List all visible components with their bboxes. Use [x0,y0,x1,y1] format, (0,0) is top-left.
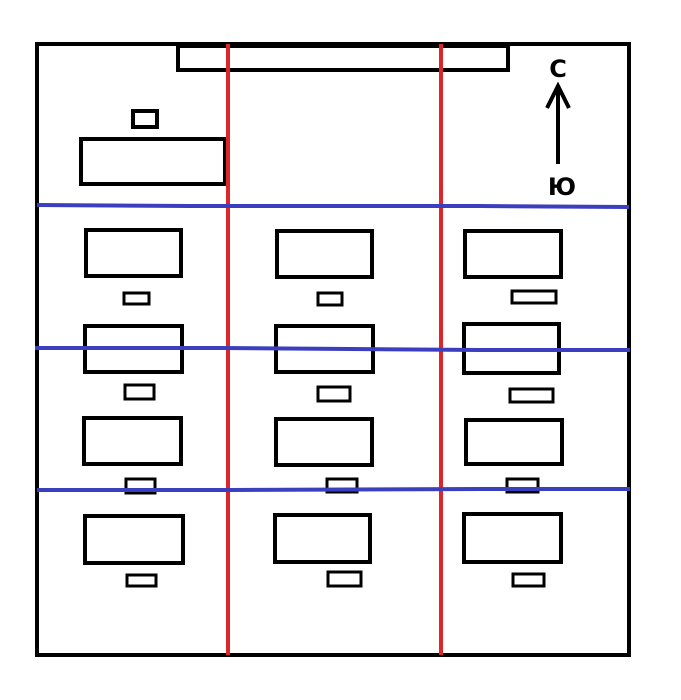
teacher-desk [79,137,227,186]
compass: С Ю [545,55,576,201]
student-desk [273,513,372,564]
student-chair [316,291,344,307]
compass-arrow-head [545,81,571,109]
student-chair [508,387,555,404]
student-chair [510,289,558,305]
student-desk [82,416,183,466]
student-desks [82,228,564,565]
student-chair [123,383,156,401]
student-chair [124,477,157,495]
student-desk [84,228,183,278]
student-chair [316,385,352,403]
horizontal-divider [37,487,630,492]
student-desk [274,417,374,467]
student-desk [463,229,563,279]
student-chair [511,572,546,588]
south-label: Ю [548,173,576,201]
student-desk [464,418,564,466]
student-desk [83,514,185,565]
horizontal-divider [36,203,630,209]
student-chair [326,570,363,588]
student-chair [125,573,158,588]
blackboard [176,44,510,72]
horizontal-divider [35,346,630,352]
student-desk [275,229,374,279]
teacher-chair [131,109,159,129]
student-chairs [122,289,558,588]
student-chair [505,477,540,494]
student-chair [325,477,359,494]
student-chair [122,291,151,306]
student-desk [462,512,563,564]
north-label: С [549,55,567,83]
